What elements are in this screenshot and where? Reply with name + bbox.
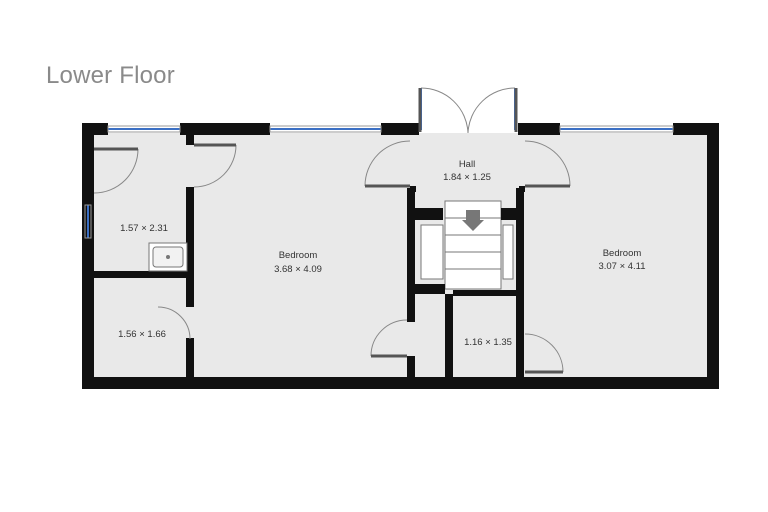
window-frames	[84, 125, 674, 239]
store-size: 1.16 × 1.35	[464, 337, 512, 348]
hall-size: 1.84 × 1.25	[443, 172, 491, 183]
door-leaves	[94, 88, 570, 374]
bedroom-left-name: Bedroom	[279, 250, 318, 261]
floor-title: Lower Floor	[46, 62, 175, 89]
floor-fill	[94, 133, 711, 377]
bathroom-size: 1.57 × 2.31	[120, 223, 168, 234]
bedroom-right-size: 3.07 × 4.11	[598, 261, 645, 272]
bedroom-left-size: 3.68 × 4.09	[274, 264, 322, 275]
stair-direction-arrow-icon	[462, 210, 484, 231]
staircase	[420, 200, 514, 290]
hall-name: Hall	[459, 159, 475, 170]
sink-icon	[148, 242, 188, 272]
walls	[82, 123, 719, 389]
wc-size: 1.56 × 1.66	[118, 329, 166, 340]
bedroom-right-name: Bedroom	[603, 248, 642, 259]
